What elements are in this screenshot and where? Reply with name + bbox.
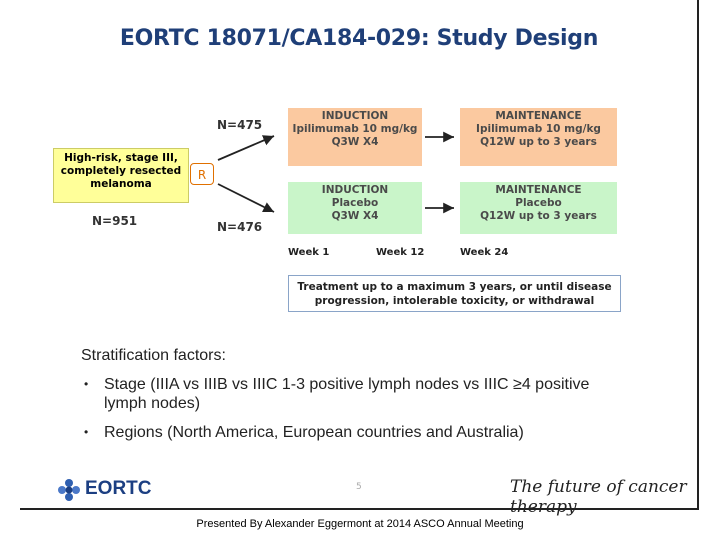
box-line: Q12W up to 3 years: [480, 210, 597, 222]
box-heading: INDUCTION: [321, 110, 389, 122]
tagline: The future of cancer therapy: [510, 477, 687, 517]
ipilimumab-maintenance-box: MAINTENANCE Ipilimumab 10 mg/kg Q12W up …: [460, 108, 617, 166]
n-total-label: N=951: [92, 214, 138, 228]
slide-title: EORTC 18071/CA184-029: Study Design: [119, 26, 599, 51]
flow-arrows: [217, 131, 454, 214]
n-bottom-arm-label: N=476: [217, 220, 263, 234]
arrow-to-bottom-arm: [217, 183, 275, 213]
population-box: High-risk, stage III, completely resecte…: [53, 148, 189, 203]
bullet-line: Regions (North America, European countri…: [104, 424, 524, 441]
timeline-week-24: Week 24: [460, 247, 509, 258]
box-heading: MAINTENANCE: [495, 184, 582, 196]
note-line: Treatment up to a maximum 3 years, or un…: [297, 281, 612, 293]
bullet-line: Stage (IIIA vs IIIB vs IIIC 1-3 positive…: [104, 376, 590, 393]
bullet-dot-icon: •: [84, 425, 89, 439]
box-line: Placebo: [331, 197, 379, 209]
ipilimumab-induction-box: INDUCTION Ipilimumab 10 mg/kg Q3W X4: [288, 108, 422, 166]
timeline-week-1: Week 1: [288, 247, 330, 258]
stratification-bullet-region: • Regions (North America, European count…: [84, 423, 524, 442]
randomize-marker: R: [190, 163, 214, 185]
bullet-dot-icon: •: [84, 377, 89, 391]
box-heading: INDUCTION: [321, 184, 389, 196]
population-line: completely resected: [60, 165, 182, 177]
placebo-maintenance-box: MAINTENANCE Placebo Q12W up to 3 years: [460, 182, 617, 234]
eortc-logo-icon: [58, 479, 80, 501]
box-line: Ipilimumab 10 mg/kg: [292, 123, 418, 135]
treatment-duration-note: Treatment up to a maximum 3 years, or un…: [288, 275, 621, 312]
timeline-week-12: Week 12: [376, 247, 425, 258]
note-line: progression, intolerable toxicity, or wi…: [314, 295, 595, 307]
slide-border-bottom: [20, 508, 699, 510]
box-line: Ipilimumab 10 mg/kg: [476, 123, 601, 135]
slide: EORTC 18071/CA184-029: Study Design High…: [20, 0, 698, 517]
presentation-footer: Presented By Alexander Eggermont at 2014…: [196, 518, 524, 530]
page-number: 5: [356, 482, 362, 492]
population-line: High-risk, stage III,: [64, 152, 178, 164]
eortc-logo-text: EORTC: [85, 478, 152, 499]
bullet-line: lymph nodes): [104, 395, 201, 412]
box-line: Q3W X4: [331, 136, 379, 148]
box-line: Q3W X4: [331, 210, 379, 222]
n-top-arm-label: N=475: [217, 118, 263, 132]
population-line: melanoma: [90, 178, 152, 190]
box-line: Q12W up to 3 years: [480, 136, 597, 148]
arrow-to-top-arm: [217, 135, 275, 161]
slide-border-right: [697, 0, 699, 510]
stratification-bullet-stage: • Stage (IIIA vs IIIB vs IIIC 1-3 positi…: [84, 375, 590, 413]
placebo-induction-box: INDUCTION Placebo Q3W X4: [288, 182, 422, 234]
box-heading: MAINTENANCE: [495, 110, 582, 122]
box-line: Placebo: [515, 197, 562, 209]
stratification-heading: Stratification factors:: [81, 347, 226, 364]
